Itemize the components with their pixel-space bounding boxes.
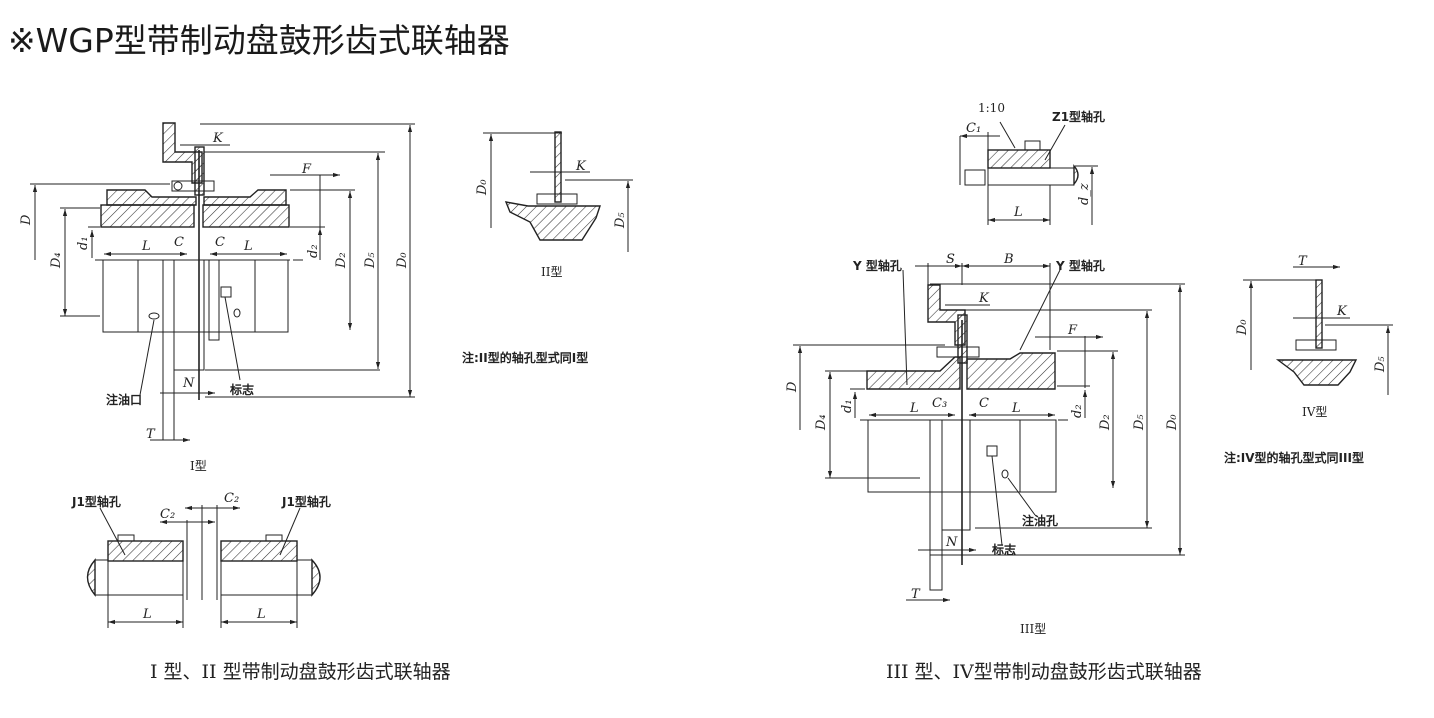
svg-text:D₂: D₂	[1098, 414, 1113, 431]
type3-label: III型	[1020, 622, 1046, 636]
svg-text:L: L	[1013, 205, 1023, 220]
svg-text:D₅: D₅	[1373, 356, 1388, 373]
svg-text:D₅: D₅	[363, 252, 378, 269]
type2-note: 注:II型的轴孔型式同I型	[462, 350, 588, 365]
j1-label-right: J1型轴孔	[281, 494, 331, 509]
svg-text:F: F	[1067, 323, 1078, 338]
z1-shaft-detail: C₁ 1:10 L d_z Z1型轴孔	[959, 101, 1105, 225]
svg-text:B: B	[1003, 252, 1014, 267]
right-caption: III 型、IV型带制动盘鼓形齿式联轴器	[886, 661, 1202, 683]
svg-text:L: L	[1011, 401, 1021, 416]
svg-text:L: L	[256, 607, 266, 622]
type1-label: I型	[190, 459, 207, 473]
svg-text:T: T	[146, 427, 156, 442]
svg-text:C₂: C₂	[160, 507, 175, 522]
type2-drawing: K D₀ D₅ II型 注:II型的轴孔型式同I型	[462, 131, 633, 365]
oil-port-hole	[148, 312, 160, 320]
type2-label: II型	[541, 265, 562, 279]
mark-square	[986, 445, 998, 457]
y-bore-label-right: Y 型轴孔	[1055, 258, 1105, 273]
svg-text:D₅: D₅	[1132, 414, 1147, 431]
svg-text:T: T	[911, 587, 921, 602]
svg-text:D₀: D₀	[1165, 414, 1180, 431]
svg-text:D₄: D₄	[49, 252, 64, 269]
type1-drawing: K F D D₄ d₁ L C C L d₂ D₂ D₅ D₀ N T 注油口 …	[19, 122, 415, 473]
svg-text:C₁: C₁	[966, 121, 981, 136]
oil-port-label: 注油口	[106, 392, 142, 407]
outer-sleeve-right	[203, 189, 287, 206]
svg-text:K: K	[212, 131, 224, 146]
svg-text:C: C	[979, 396, 989, 411]
j1-label-left: J1型轴孔	[71, 494, 121, 509]
svg-text:D₄: D₄	[814, 414, 829, 431]
svg-text:K: K	[575, 159, 587, 174]
svg-text:T: T	[1298, 254, 1308, 269]
hub-left	[100, 204, 195, 228]
type4-note: 注:IV型的轴孔型式同III型	[1224, 450, 1364, 465]
svg-text:d₂: d₂	[1070, 404, 1085, 418]
svg-text:L: L	[243, 239, 253, 254]
mark-square	[220, 286, 232, 298]
left-caption: I 型、II 型带制动盘鼓形齿式联轴器	[150, 661, 451, 683]
svg-text:L: L	[142, 607, 152, 622]
svg-text:L: L	[141, 239, 151, 254]
svg-text:S: S	[946, 252, 955, 267]
hub-right	[966, 352, 1056, 390]
svg-text:N: N	[945, 535, 958, 550]
y-bore-label-left: Y 型轴孔	[852, 258, 902, 273]
svg-text:D₀: D₀	[475, 179, 490, 196]
outer-sleeve-left	[106, 189, 197, 206]
hub-left-y	[866, 356, 961, 390]
svg-text:d_z: d_z	[1077, 183, 1092, 205]
z1-taper: 1:10	[978, 101, 1005, 115]
type3-drawing: S B K F D D₄ d₁ L C₃ C L d₂ D₂ D₅ D₀ N T…	[785, 252, 1185, 636]
bolt	[171, 180, 215, 192]
svg-text:C₃: C₃	[932, 396, 947, 411]
svg-text:K: K	[978, 291, 990, 306]
svg-text:F: F	[301, 162, 312, 177]
svg-text:L: L	[909, 401, 919, 416]
svg-text:D₀: D₀	[395, 252, 410, 269]
oil-hole-label: 注油孔	[1022, 513, 1058, 528]
type4-label: IV型	[1302, 405, 1327, 419]
svg-text:D₅: D₅	[613, 212, 628, 229]
svg-text:C₂: C₂	[224, 491, 239, 506]
svg-text:N: N	[182, 376, 195, 391]
svg-text:C: C	[215, 235, 225, 250]
type4-drawing: T K D₀ D₅ IV型 注:IV型的轴孔型式同III型	[1224, 254, 1393, 465]
svg-text:C: C	[174, 235, 184, 250]
z1-label: Z1型轴孔	[1052, 109, 1105, 124]
page-title: ※WGP型带制动盘鼓形齿式联轴器	[8, 21, 510, 60]
svg-text:d₁: d₁	[76, 236, 91, 250]
svg-text:d₂: d₂	[306, 244, 321, 258]
svg-text:D₀: D₀	[1235, 319, 1250, 336]
svg-text:D: D	[785, 381, 800, 393]
mark-label: 标志	[229, 382, 254, 397]
hub-right	[202, 204, 290, 228]
mark-label-3: 标志	[991, 542, 1016, 557]
svg-text:K: K	[1336, 304, 1348, 319]
svg-text:D: D	[19, 214, 34, 226]
svg-text:d₁: d₁	[840, 399, 855, 413]
j1-shaft-detail: C₂ C₂ L L J1型轴孔 J1型轴孔	[71, 491, 331, 628]
svg-text:D₂: D₂	[334, 252, 349, 269]
